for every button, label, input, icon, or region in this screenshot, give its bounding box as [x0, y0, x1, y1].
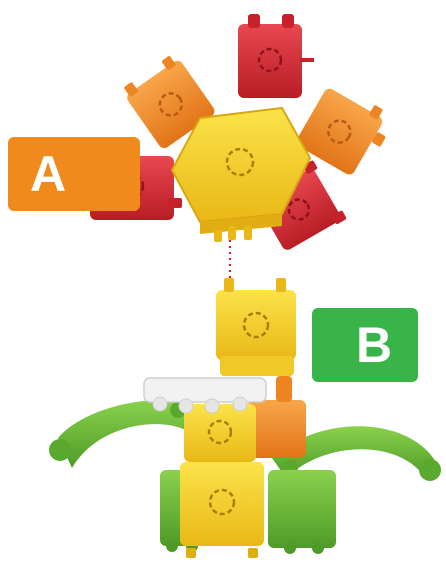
flower-head-model-icon	[80, 14, 397, 254]
label-b: B	[312, 308, 418, 382]
label-a: A	[8, 137, 140, 211]
red-petal-top	[238, 14, 314, 98]
green-leaf-left	[49, 400, 196, 468]
